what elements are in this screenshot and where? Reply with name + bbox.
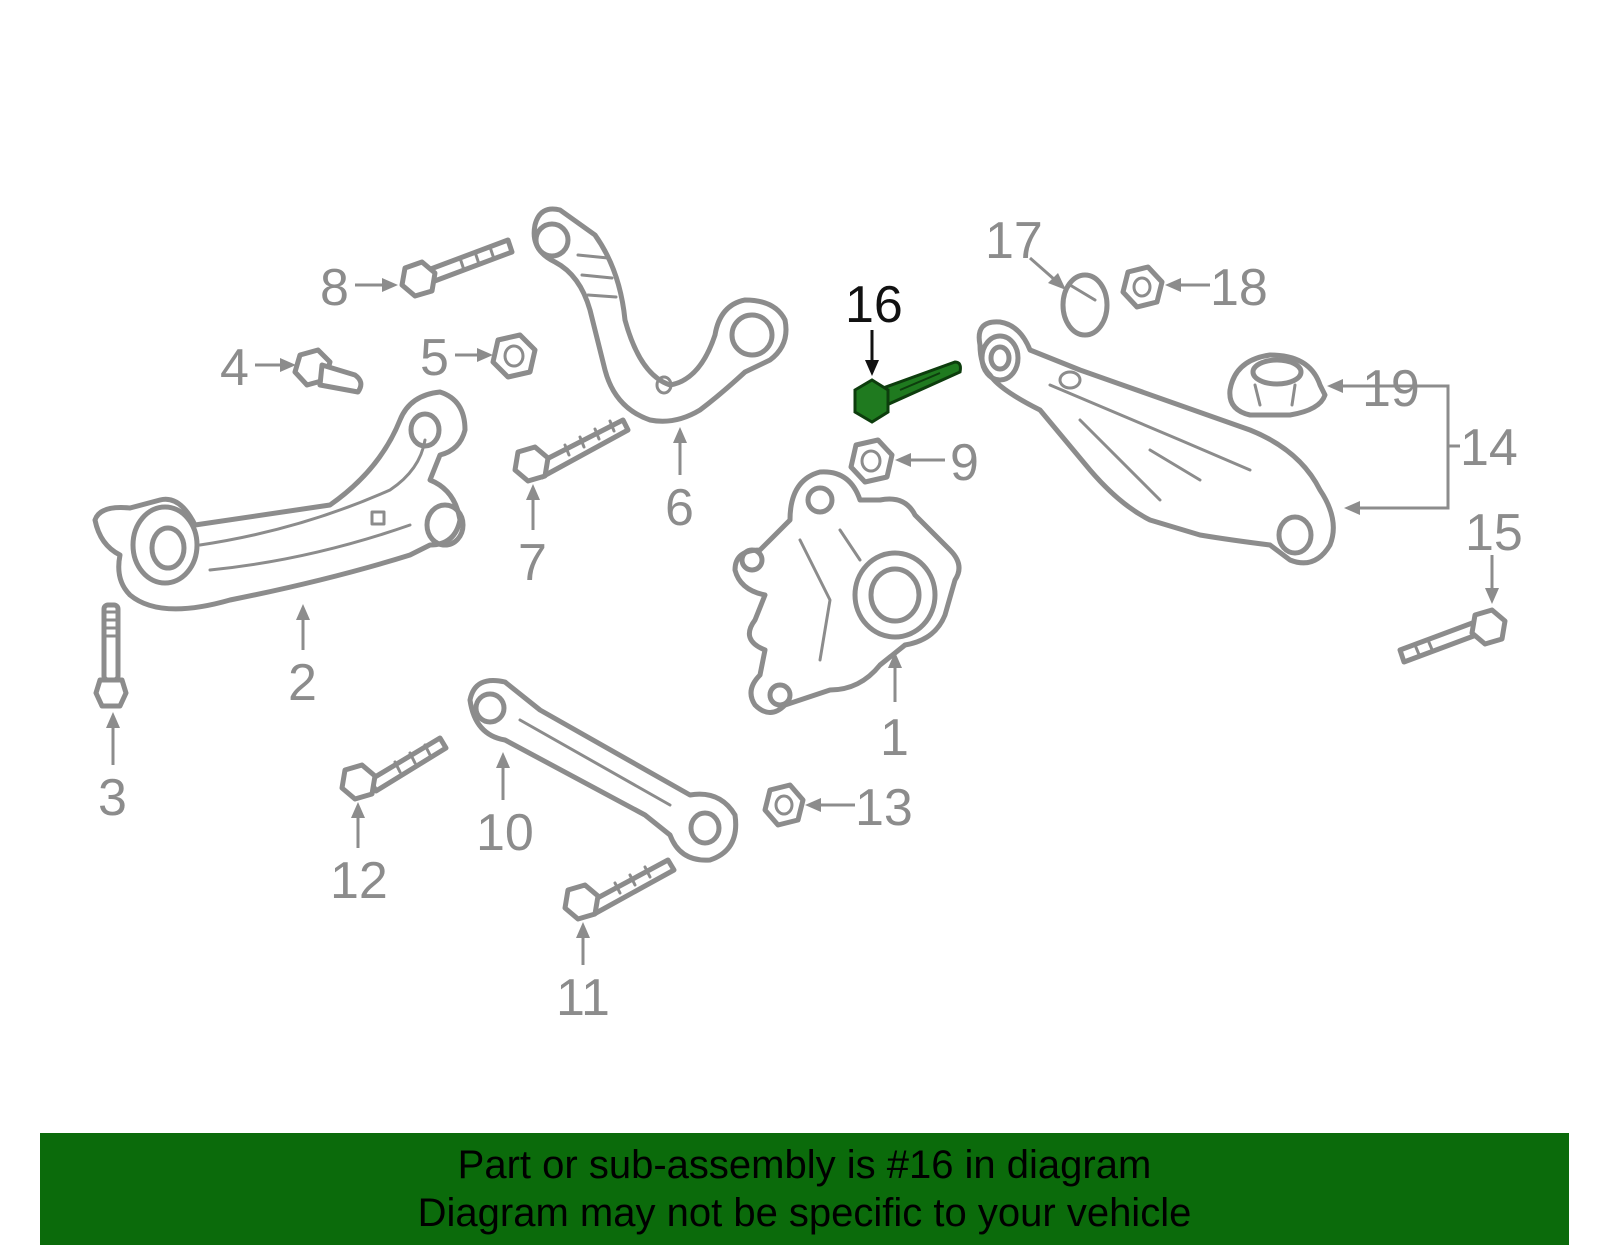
part-5-nut-drawing[interactable]	[490, 332, 538, 380]
callout-8: 8	[320, 259, 349, 317]
part-6-upper-arm-drawing[interactable]	[531, 206, 789, 424]
callout-5: 5	[420, 329, 449, 387]
callout-17: 17	[985, 212, 1043, 270]
part-14-lower-control-arm-drawing[interactable]	[976, 319, 1336, 566]
callout-7: 7	[518, 534, 547, 592]
part-8-bolt-drawing[interactable]	[399, 237, 515, 299]
callout-1: 1	[880, 709, 909, 767]
part-11-bolt-drawing[interactable]	[562, 857, 677, 922]
callout-18: 18	[1210, 259, 1268, 317]
part-2-lower-arm-drawing[interactable]	[92, 389, 468, 612]
callout-9: 9	[950, 434, 979, 492]
part-17-washer-drawing[interactable]	[1060, 272, 1110, 338]
part-13-nut-drawing[interactable]	[762, 782, 806, 828]
callout-3: 3	[98, 769, 127, 827]
part-1-knuckle-drawing[interactable]	[732, 469, 962, 715]
part-7-bolt-drawing[interactable]	[512, 417, 631, 484]
callout-10: 10	[476, 804, 534, 862]
callout-15: 15	[1465, 504, 1523, 562]
part-15-bolt-drawing[interactable]	[1397, 607, 1508, 665]
part-12-bolt-drawing[interactable]	[339, 735, 449, 802]
part-4-bolt-drawing[interactable]	[292, 347, 364, 395]
callout-6: 6	[665, 479, 694, 537]
footer-line-part-number: Part or sub-assembly is #16 in diagram	[457, 1143, 1152, 1187]
callout-13: 13	[855, 779, 913, 837]
callout-12: 12	[330, 852, 388, 910]
callout-19: 19	[1362, 360, 1420, 418]
callout-14: 14	[1460, 419, 1518, 477]
part-3-bolt-drawing[interactable]	[93, 602, 129, 709]
callout-4: 4	[220, 339, 249, 397]
part-10-link-arm-drawing[interactable]	[467, 678, 739, 863]
part-16-adjusting-bolt-drawing[interactable]	[853, 360, 962, 424]
footer-line-disclaimer: Diagram may not be specific to your vehi…	[417, 1191, 1192, 1235]
callout-16: 16	[845, 276, 903, 334]
part-9-nut-drawing[interactable]	[848, 437, 895, 485]
callout-2: 2	[288, 654, 317, 712]
part-18-nut-drawing[interactable]	[1120, 264, 1165, 310]
callout-11: 11	[556, 969, 610, 1027]
footer-banner: Part or sub-assembly is #16 in diagram D…	[40, 1133, 1569, 1245]
part-19-spring-seat-drawing[interactable]	[1227, 352, 1328, 418]
